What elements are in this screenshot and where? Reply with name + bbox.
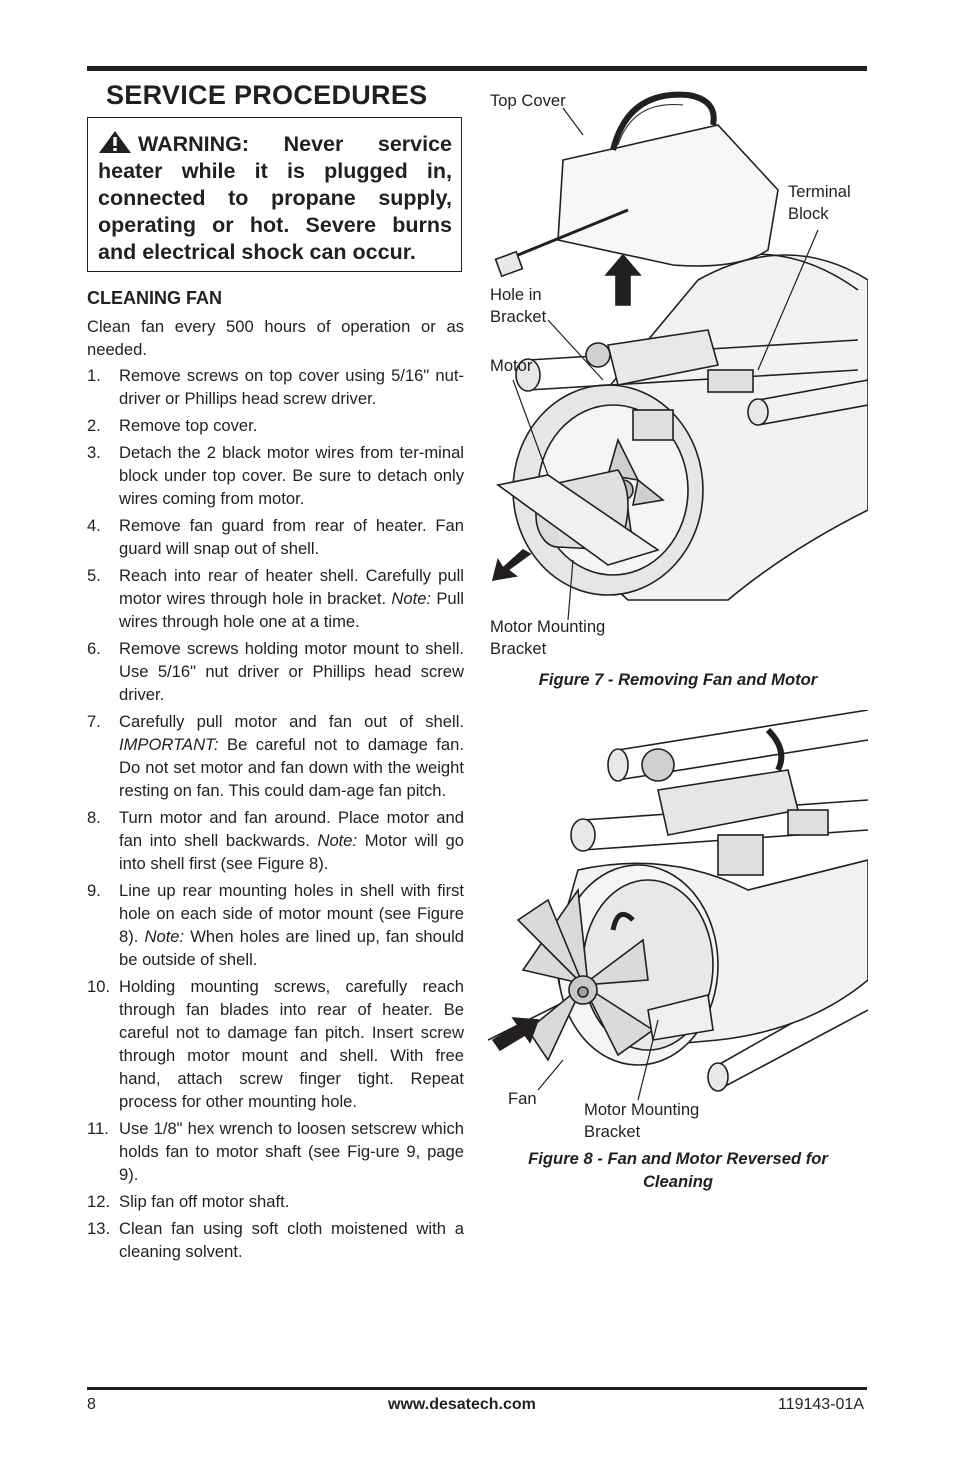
step-number: 6. bbox=[87, 639, 101, 658]
step-text-part: Slip fan off motor shaft. bbox=[119, 1192, 290, 1211]
step-emphasis: IMPORTANT: bbox=[119, 735, 219, 754]
step-text-part: Line up rear mounting holes in shell wit… bbox=[119, 881, 464, 946]
step-item: 6. Remove screws holding motor mount to s… bbox=[87, 637, 464, 706]
step-text-part: Remove top cover. bbox=[119, 416, 258, 435]
step-emphasis: Note: bbox=[391, 589, 432, 608]
step-number: 4. bbox=[87, 516, 101, 535]
step-item: 13. Clean fan using soft cloth moistened … bbox=[87, 1217, 464, 1263]
step-number: 2. bbox=[87, 416, 101, 435]
step-text: Remove fan guard from rear of heater. Fa… bbox=[119, 514, 464, 560]
step-number: 11. bbox=[87, 1119, 109, 1138]
step-emphasis: Note: bbox=[144, 927, 185, 946]
warning-text: WARNING: Never service heater while it i… bbox=[98, 132, 452, 264]
step-text: Reach into rear of heater shell. Careful… bbox=[119, 564, 464, 633]
bottom-rule bbox=[87, 1387, 867, 1390]
step-text: Remove screws holding motor mount to she… bbox=[119, 637, 464, 706]
footer-url[interactable]: www.desatech.com bbox=[388, 1396, 536, 1413]
step-text: Remove top cover. bbox=[119, 414, 464, 437]
step-item: 11. Use 1/8" hex wrench to loosen setscre… bbox=[87, 1117, 464, 1186]
page-title: SERVICE PROCEDURES bbox=[106, 80, 428, 110]
figure-7-illustration bbox=[491, 91, 868, 620]
label-top-cover: Top Cover bbox=[490, 91, 566, 110]
figure-7-caption: Figure 7 - Removing Fan and Motor bbox=[538, 670, 818, 689]
step-text-part: Motor will go into shell first (see Figu… bbox=[119, 831, 464, 873]
step-item: 9. Line up rear mounting holes in shell w… bbox=[87, 879, 464, 971]
step-text: Turn motor and fan around. Place motor a… bbox=[119, 806, 464, 875]
label-motor-mounting-bracket-fig7: Motor Mounting Bracket bbox=[490, 617, 606, 658]
step-text: Remove screws on top cover using 5/16" n… bbox=[119, 364, 464, 410]
step-number: 13. bbox=[87, 1219, 111, 1238]
step-text-part: Turn motor and fan around. Place motor a… bbox=[119, 808, 464, 850]
step-text-part: Remove fan guard from rear of heater. Fa… bbox=[119, 516, 464, 558]
label-terminal-block: Terminal Block bbox=[788, 182, 851, 223]
warning-triangle-icon bbox=[99, 131, 131, 153]
label-motor-mounting-bracket-fig8: Motor Mounting Bracket bbox=[584, 1100, 700, 1141]
figure-8-illustration bbox=[488, 710, 868, 1100]
step-number: 9. bbox=[87, 881, 101, 900]
step-text: Clean fan using soft cloth moistened wit… bbox=[119, 1217, 464, 1263]
step-text: Detach the 2 black motor wires from ter-… bbox=[119, 441, 464, 510]
label-hole-in-bracket: Hole in Bracket bbox=[490, 285, 547, 326]
step-text-part: Holding mounting screws, carefully reach… bbox=[119, 977, 464, 1111]
step-text-part: Use 1/8" hex wrench to loosen setscrew w… bbox=[119, 1119, 464, 1184]
step-item: 12. Slip fan off motor shaft. bbox=[87, 1190, 464, 1213]
step-text-part: Clean fan using soft cloth moistened wit… bbox=[119, 1219, 464, 1261]
step-number: 7. bbox=[87, 712, 101, 731]
step-item: 8. Turn motor and fan around. Place motor… bbox=[87, 806, 464, 875]
step-number: 3. bbox=[87, 443, 101, 462]
section-heading: CLEANING FAN bbox=[87, 288, 222, 308]
label-motor: Motor bbox=[490, 356, 533, 375]
document-number: 119143-01A bbox=[778, 1396, 864, 1413]
steps-list: 1. Remove screws on top cover using 5/16"… bbox=[87, 364, 464, 1267]
section-intro: Clean fan every 500 hours of operation o… bbox=[87, 317, 464, 359]
step-text-part: When holes are lined up, fan should be o… bbox=[119, 927, 464, 969]
step-item: 4. Remove fan guard from rear of heater. … bbox=[87, 514, 464, 560]
step-number: 1. bbox=[87, 366, 101, 385]
page-number: 8 bbox=[87, 1396, 96, 1413]
step-text-part: Remove screws on top cover using 5/16" n… bbox=[119, 366, 464, 408]
step-text: Slip fan off motor shaft. bbox=[119, 1190, 464, 1213]
step-number: 12. bbox=[87, 1192, 111, 1211]
step-text: Use 1/8" hex wrench to loosen setscrew w… bbox=[119, 1117, 464, 1186]
warning-text-block: WARNING: Never service heater while it i… bbox=[98, 130, 452, 266]
step-number: 5. bbox=[87, 566, 101, 585]
step-item: 1. Remove screws on top cover using 5/16"… bbox=[87, 364, 464, 410]
step-text: Line up rear mounting holes in shell wit… bbox=[119, 879, 464, 971]
step-number: 10. bbox=[87, 977, 111, 996]
step-text-part: Be careful not to damage fan. Do not set… bbox=[119, 735, 464, 800]
step-number: 8. bbox=[87, 808, 101, 827]
step-text-part: Remove screws holding motor mount to she… bbox=[119, 639, 464, 704]
step-item: 10. Holding mounting screws, carefully re… bbox=[87, 975, 464, 1113]
step-item: 3. Detach the 2 black motor wires from te… bbox=[87, 441, 464, 510]
step-text: Carefully pull motor and fan out of shel… bbox=[119, 710, 464, 802]
step-text-part: Carefully pull motor and fan out of shel… bbox=[119, 712, 464, 731]
step-text-part: Pull wires through hole one at a time. bbox=[119, 589, 464, 631]
step-item: 5. Reach into rear of heater shell. Caref… bbox=[87, 564, 464, 633]
step-text-part: Reach into rear of heater shell. Careful… bbox=[119, 566, 464, 608]
step-emphasis: Note: bbox=[317, 831, 358, 850]
label-fan: Fan bbox=[508, 1089, 537, 1108]
step-item: 2. Remove top cover. bbox=[87, 414, 464, 437]
step-item: 7. Carefully pull motor and fan out of sh… bbox=[87, 710, 464, 802]
step-text-part: Detach the 2 black motor wires from ter-… bbox=[119, 443, 464, 508]
step-text: Holding mounting screws, carefully reach… bbox=[119, 975, 464, 1113]
warning-box: WARNING: Never service heater while it i… bbox=[87, 117, 462, 272]
figure-8-caption: Figure 8 - Fan and Motor Reversed for Cl… bbox=[528, 1149, 828, 1191]
top-rule bbox=[87, 66, 867, 71]
